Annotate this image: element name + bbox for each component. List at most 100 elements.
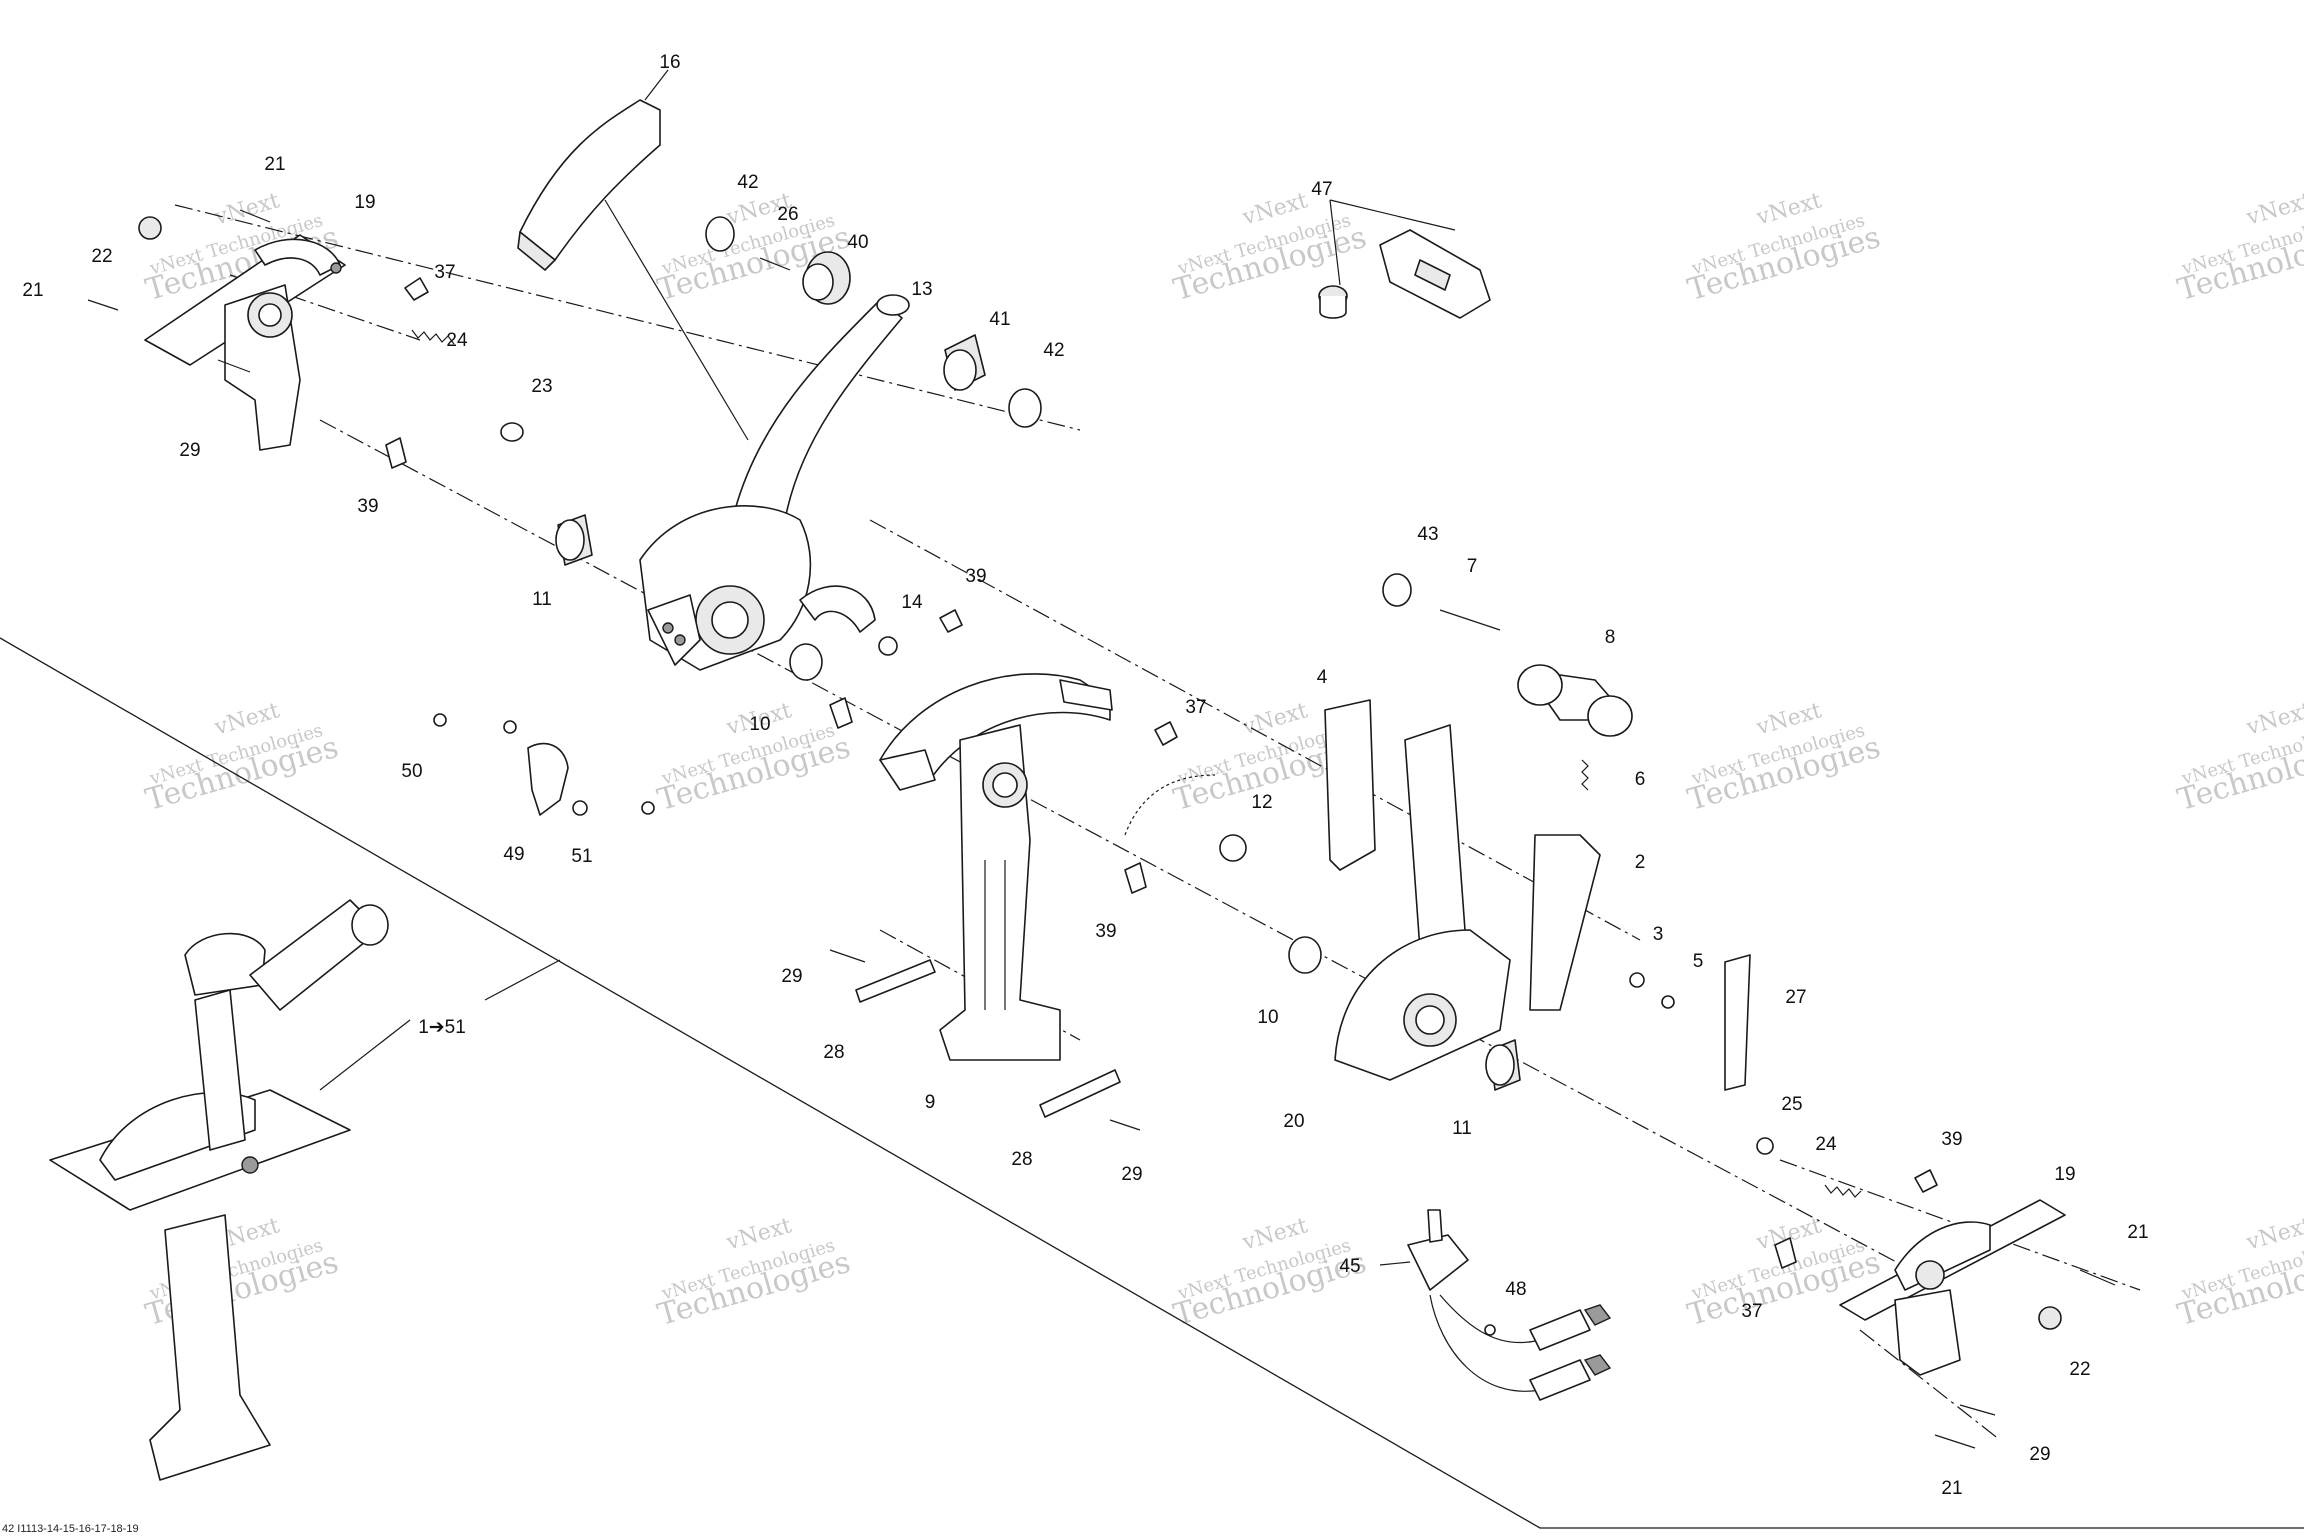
assembly-axes [174,204,2141,1441]
callout-c39a: 39 [357,496,378,517]
part-7-pin [1439,609,1501,631]
callout-c27: 27 [1785,987,1806,1008]
assembly-frame-line [0,637,2304,1529]
callout-c2: 2 [1635,852,1646,873]
part-nut-second [641,801,655,815]
part-43-ring [1382,573,1412,607]
part-9-central-housing [879,673,1113,1061]
callout-c51: 51 [571,846,592,867]
callout-c5: 5 [1693,951,1704,972]
svg-text:vNext: vNext [2243,188,2304,231]
part-48-connectors [1484,1304,1612,1401]
callout-c16a: 16 [659,52,680,73]
callout-c29c: 29 [1121,1164,1142,1185]
part-4-guide [1324,699,1376,871]
callout-c24b: 24 [1815,1134,1837,1155]
part-42-rings [705,216,1042,428]
assembly-range-label: 1➔51 [418,1017,466,1038]
callout-c41: 41 [989,309,1010,330]
callout-leaders [319,69,1456,1266]
callout-c43: 43 [1417,524,1438,545]
callout-c22b: 22 [2069,1359,2090,1380]
callout-c20: 20 [1283,1111,1304,1132]
callout-c21c: 21 [2127,1222,2148,1243]
svg-text:vNext: vNext [2243,698,2304,741]
callout-c25: 25 [1781,1094,1802,1115]
callout-c19a: 19 [354,192,375,213]
callout-c3: 3 [1653,924,1664,945]
svg-text:vNext: vNext [2243,1213,2304,1256]
callout-c6: 6 [1635,769,1646,790]
part-5-screw [1661,995,1675,1009]
callout-c37c: 37 [1741,1301,1762,1322]
callout-c9: 9 [925,1092,936,1113]
callout-c39d: 39 [1941,1129,1962,1150]
part-50-screws [433,713,517,734]
part-20-quadrant [1334,724,1511,1081]
part-23-plug [500,422,524,442]
callout-c28b: 28 [1011,1149,1032,1170]
callout-c39c: 39 [1095,921,1116,942]
part-2-slide [1529,834,1601,1011]
part-28-plate-lower [1039,1069,1121,1118]
callout-c40: 40 [847,232,868,253]
part-22-cap-upper [138,216,162,240]
callout-c12: 12 [1251,792,1272,813]
part-19-detent-housing-lower [1839,1199,2066,1376]
part-16-handle-grip [517,99,749,441]
callout-c48: 48 [1505,1279,1526,1300]
part-47-switch [1318,229,1491,319]
part-22-cap-lower [2038,1306,2062,1330]
part-51-nut [572,800,588,816]
part-45-sensor [1407,1209,1541,1392]
part-8-cylinder [1517,664,1633,737]
assembled-control-unit [49,899,389,1481]
callout-c10a: 10 [749,714,770,735]
callout-c8: 8 [1605,627,1616,648]
part-10-ring-upper [789,643,823,681]
part-40-bearing [802,251,851,305]
part-24-spring-lower [1824,1184,1862,1198]
part-37-clip-upper [404,277,429,301]
part-clips [829,609,1938,1269]
callout-c19b: 19 [2054,1164,2075,1185]
callout-c26: 26 [777,204,798,225]
callout-c13: 13 [911,279,932,300]
callout-c50: 50 [401,761,422,782]
part-6-spring [1581,759,1589,791]
part-26-pin [759,257,791,271]
callout-c22a: 22 [91,246,112,267]
part-10-ring-lower [1288,936,1322,974]
part-19-detent-housing-upper [139,217,346,451]
callout-c47: 47 [1311,179,1332,200]
part-11-bushing [555,514,593,566]
part-39-clip-upper [385,437,407,469]
part-12-bushing [1219,834,1247,862]
callout-c37a: 37 [434,262,455,283]
callout-c23: 23 [531,376,552,397]
callout-c10b: 10 [1257,1007,1278,1028]
callout-c29d: 29 [2029,1444,2050,1465]
callout-c42b: 42 [1043,340,1064,361]
callout-c39b: 39 [965,566,986,587]
callout-c28a: 28 [823,1042,844,1063]
part-41-bushing [943,334,986,391]
drawing-code: 42 I1113-14-15-16-17-18-19 [2,1523,139,1535]
part-49-plate [527,742,569,816]
part-27-strip [1724,954,1751,1091]
callout-c7: 7 [1467,556,1478,577]
callout-c37b: 37 [1185,697,1206,718]
part-24-spring-upper [411,329,455,345]
